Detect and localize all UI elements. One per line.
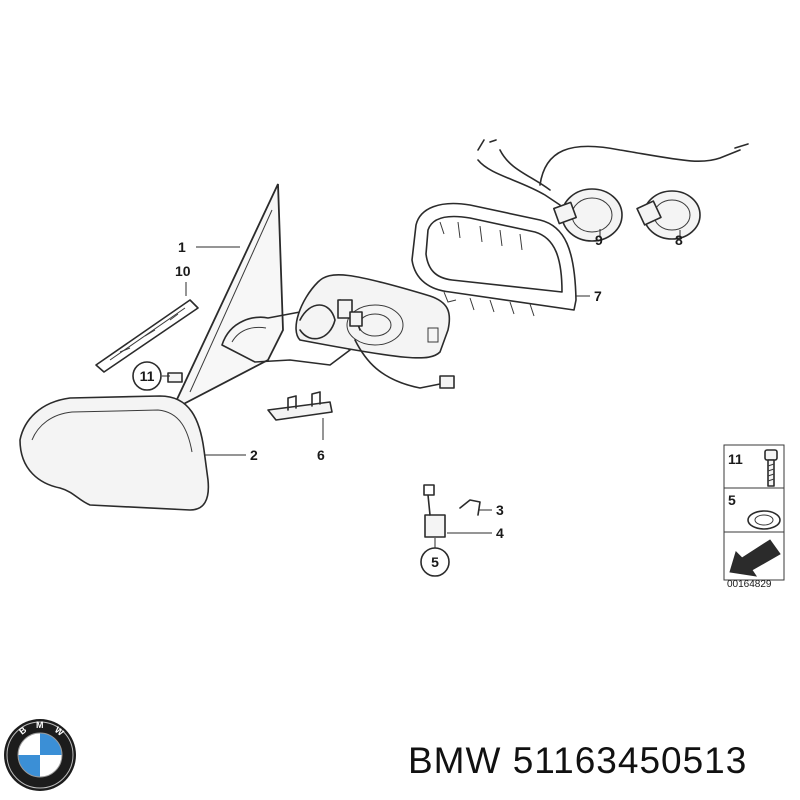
part-adjuster-plate <box>295 274 455 389</box>
legend-box <box>723 444 785 581</box>
part-mirror-glass <box>170 183 284 413</box>
callout-8: 8 <box>675 232 683 248</box>
bmw-logo: B M W <box>4 719 76 791</box>
callout-5: 5 <box>431 554 439 570</box>
part-mirror-cap <box>19 395 210 511</box>
leader-lines <box>162 229 681 548</box>
part-motor-8 <box>636 190 701 240</box>
legend-ring-icon <box>747 510 781 530</box>
callout-9: 9 <box>595 232 603 248</box>
part-housing-frame <box>411 202 577 317</box>
part-connector-4 <box>423 484 446 538</box>
callout-3: 3 <box>496 502 504 518</box>
part-bracket-10 <box>95 299 199 373</box>
callout-11-circle <box>132 361 162 391</box>
caption-brand: BMW <box>408 740 502 781</box>
part-clip-6 <box>267 391 333 421</box>
legend-arrow-icon <box>729 539 781 577</box>
callout-4: 4 <box>496 525 504 541</box>
legend-item-5: 5 <box>728 492 736 508</box>
part-caption: BMW 51163450513 <box>408 740 747 782</box>
caption-part-number: 51163450513 <box>512 740 748 781</box>
callout-7: 7 <box>594 288 602 304</box>
callout-10: 10 <box>175 263 191 279</box>
legend-bolt-icon <box>764 449 778 487</box>
callout-2: 2 <box>250 447 258 463</box>
legend-item-11: 11 <box>728 451 743 467</box>
svg-text:M: M <box>36 720 44 730</box>
svg-text:B: B <box>17 724 29 736</box>
part-motor-9 <box>477 139 749 242</box>
callout-5-circle <box>420 547 450 577</box>
legend-diagram-id: 00164829 <box>727 579 772 590</box>
part-mirror-housing-body <box>221 311 351 366</box>
callout-6: 6 <box>317 447 325 463</box>
part-clip-3 <box>459 499 481 516</box>
callout-1: 1 <box>178 239 186 255</box>
callout-11: 11 <box>140 368 155 384</box>
part-pin-11 <box>167 372 183 383</box>
